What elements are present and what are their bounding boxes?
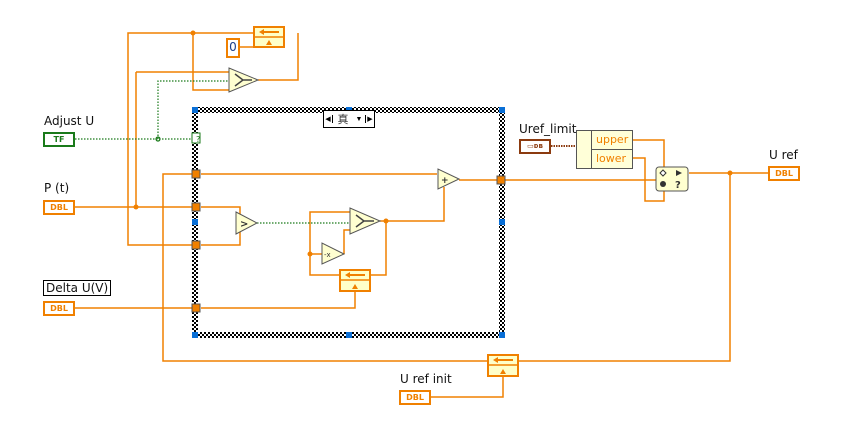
case-next-button[interactable]: ▶ <box>365 115 374 123</box>
numeric-wires <box>75 32 768 398</box>
wire-upper[interactable] <box>629 139 665 168</box>
unbundle-field-lower[interactable]: lower <box>591 150 632 168</box>
wire-delta-inner[interactable] <box>201 292 356 309</box>
wire-uref-init[interactable] <box>431 372 504 398</box>
add-glyph: + <box>441 176 449 186</box>
unbundle-field-upper[interactable]: upper <box>591 131 632 150</box>
select-node-inner[interactable] <box>349 207 382 235</box>
wire-inner-shift[interactable] <box>201 232 241 246</box>
case-selector[interactable]: ◀ 真 ▼ ▶ <box>323 110 375 128</box>
in-range-glyph: ? <box>675 180 681 191</box>
adjust-u-control[interactable]: TF <box>43 132 75 147</box>
select-node-top[interactable] <box>228 67 260 93</box>
wire-neg-out[interactable] <box>343 229 350 254</box>
u-ref-indicator[interactable]: DBL <box>768 166 800 181</box>
bool-junction <box>155 136 161 142</box>
u-ref-init-label: U ref init <box>400 372 452 386</box>
boolean-wires <box>75 80 352 224</box>
case-dropdown-icon[interactable]: ▼ <box>355 115 363 123</box>
p-t-control[interactable]: DBL <box>43 200 75 215</box>
feedback-node-inner[interactable] <box>339 269 371 292</box>
delta-u-label: Delta U(V) <box>43 280 112 296</box>
uref-limit-control[interactable]: ▭ᴅʙ <box>519 139 551 154</box>
selector-terminal-glyph: ? <box>196 135 200 144</box>
feedback-node-top[interactable] <box>253 26 285 48</box>
wire-shift-top[interactable] <box>127 32 254 246</box>
wire-branch-top[interactable] <box>192 33 229 91</box>
wire-loop-left[interactable] <box>162 173 488 362</box>
u-ref-init-control[interactable]: DBL <box>399 390 431 405</box>
wire-loop-bottom[interactable] <box>518 173 731 362</box>
negate-node[interactable] <box>321 242 346 265</box>
wire-inner-shift-out[interactable] <box>309 211 350 276</box>
junction-dots <box>133 30 733 257</box>
wire-adjust-branch[interactable] <box>157 80 229 139</box>
u-ref-label: U ref <box>769 148 798 162</box>
uref-limit-label: Uref_limit <box>519 122 577 136</box>
delta-u-control[interactable]: DBL <box>43 301 75 316</box>
wire-sel-out[interactable] <box>380 187 445 222</box>
case-selector-value: 真 <box>337 114 349 126</box>
greater-glyph: > <box>240 219 248 230</box>
wire-lower[interactable] <box>629 157 665 202</box>
wire-inner-p[interactable] <box>201 206 241 214</box>
wire-feedback-top[interactable] <box>258 33 299 81</box>
case-selector-terminal[interactable] <box>191 132 201 144</box>
negate-glyph: -x <box>324 251 331 259</box>
tunnels <box>191 169 506 313</box>
adjust-u-label: Adjust U <box>44 114 95 128</box>
case-prev-button[interactable]: ◀ <box>324 115 333 123</box>
unbundle-by-name[interactable]: upper lower <box>576 130 633 169</box>
zero-constant[interactable]: 0 <box>226 38 240 58</box>
feedback-node-bottom[interactable] <box>487 354 519 377</box>
in-range-coerce-node[interactable] <box>655 166 689 192</box>
greater-node[interactable] <box>235 211 259 235</box>
add-node[interactable] <box>437 168 461 190</box>
wire-sel-fb[interactable] <box>370 221 387 276</box>
p-t-label: P (t) <box>44 181 70 195</box>
